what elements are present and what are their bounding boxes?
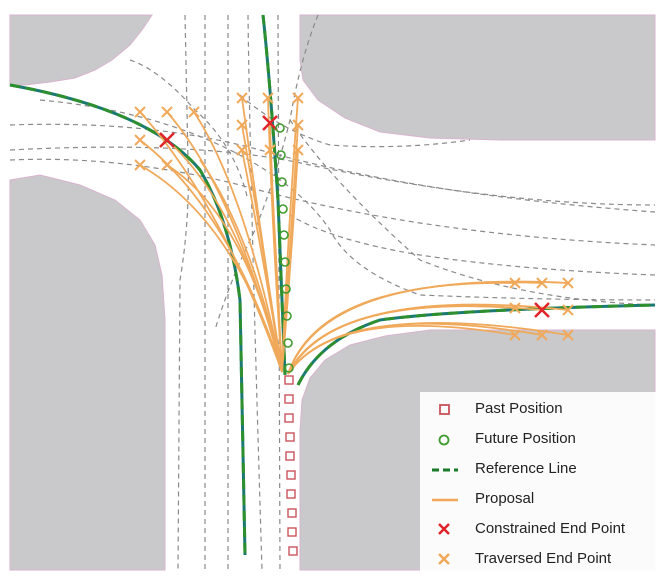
traversed-end-point bbox=[188, 106, 200, 118]
traversed-end-point bbox=[509, 329, 521, 341]
legend-label: Traversed End Point bbox=[475, 550, 612, 567]
legend-item-reference-line: Reference Line bbox=[420, 456, 660, 482]
legend-item-proposal: Proposal bbox=[420, 486, 660, 512]
constrained-end-point bbox=[262, 115, 278, 131]
future-position bbox=[283, 338, 293, 348]
traversed-end-point bbox=[264, 144, 276, 156]
proposal-line bbox=[193, 111, 283, 373]
past-position bbox=[288, 546, 298, 556]
lane-line bbox=[39, 99, 656, 301]
traversed-end-point bbox=[134, 159, 146, 171]
traversed-end-point bbox=[292, 119, 304, 131]
legend-label: Future Position bbox=[475, 430, 576, 447]
proposal-line bbox=[139, 164, 283, 373]
past-position bbox=[285, 432, 295, 442]
past-position bbox=[284, 413, 294, 423]
future-position bbox=[277, 177, 287, 187]
traversed-end-point bbox=[562, 304, 574, 316]
traversed-end-point bbox=[161, 106, 173, 118]
past-position bbox=[284, 375, 294, 385]
lane-line bbox=[9, 146, 656, 206]
legend-item-future-position: Future Position bbox=[420, 426, 660, 452]
constrained-end-points bbox=[159, 115, 550, 318]
lane-line bbox=[289, 119, 656, 306]
proposal-line bbox=[241, 149, 283, 373]
traversed-end-point bbox=[562, 329, 574, 341]
past-position bbox=[285, 451, 295, 461]
traversed-end-point bbox=[509, 302, 521, 314]
past-position bbox=[286, 489, 296, 499]
traversed-end-point bbox=[134, 134, 146, 146]
lane-line bbox=[177, 14, 189, 571]
dashed-line-icon bbox=[432, 468, 458, 472]
legend-item-past-position: Past Position bbox=[420, 396, 660, 422]
future-position bbox=[276, 150, 286, 160]
legend-item-traversed-end-point: Traversed End Point bbox=[420, 546, 660, 572]
past-position bbox=[287, 508, 297, 518]
proposal-line bbox=[287, 303, 569, 375]
building-top-right bbox=[299, 14, 656, 141]
proposal-line bbox=[166, 111, 283, 373]
future-position bbox=[281, 284, 291, 294]
traversed-end-point bbox=[292, 92, 304, 104]
lane-line bbox=[277, 14, 281, 571]
future-position bbox=[275, 123, 285, 133]
lane-line bbox=[9, 158, 656, 246]
constrained-end-point bbox=[159, 132, 175, 148]
past-position bbox=[286, 470, 296, 480]
traversed-end-point bbox=[262, 92, 274, 104]
traversed-end-point bbox=[236, 92, 248, 104]
legend-label: Past Position bbox=[475, 400, 563, 417]
future-position bbox=[284, 363, 294, 373]
proposal-line bbox=[139, 111, 283, 373]
traversed-end-point bbox=[536, 329, 548, 341]
lane-line bbox=[239, 94, 471, 148]
traversed-end-points bbox=[134, 92, 574, 341]
reference-line bbox=[296, 303, 656, 386]
traversed-end-point bbox=[562, 277, 574, 289]
legend-label: Reference Line bbox=[475, 460, 577, 477]
traversed-end-point bbox=[161, 159, 173, 171]
traversed-end-point bbox=[292, 144, 304, 156]
building-bottom-left bbox=[9, 174, 166, 571]
cross-icon bbox=[438, 523, 450, 535]
cross-icon bbox=[438, 553, 450, 565]
future-position bbox=[279, 230, 289, 240]
legend: Past Position Future Position Reference … bbox=[420, 392, 660, 577]
future-positions bbox=[275, 123, 294, 373]
proposal-line bbox=[287, 321, 569, 375]
traversed-end-point bbox=[536, 277, 548, 289]
constrained-end-point bbox=[534, 302, 550, 318]
lane-lines bbox=[9, 14, 656, 571]
legend-item-constrained-end-point: Constrained End Point bbox=[420, 516, 660, 542]
proposal-line bbox=[199, 159, 283, 373]
traversed-end-point bbox=[236, 119, 248, 131]
future-position bbox=[280, 257, 290, 267]
lane-line bbox=[214, 14, 319, 331]
proposal-line bbox=[269, 149, 283, 373]
lane-line bbox=[247, 14, 263, 571]
circle-icon bbox=[438, 434, 450, 446]
lane-line bbox=[289, 214, 656, 276]
future-position bbox=[278, 204, 288, 214]
traversed-end-point bbox=[509, 277, 521, 289]
past-position bbox=[287, 527, 297, 537]
legend-label: Proposal bbox=[475, 490, 535, 507]
traversed-end-point bbox=[134, 106, 146, 118]
proposal-line bbox=[287, 280, 569, 375]
past-positions bbox=[284, 375, 298, 556]
traversed-end-point bbox=[236, 144, 248, 156]
square-icon bbox=[439, 404, 450, 415]
legend-label: Constrained End Point bbox=[475, 520, 626, 537]
future-position bbox=[282, 311, 292, 321]
building-top-left bbox=[9, 14, 153, 86]
proposals bbox=[139, 97, 569, 375]
line-icon bbox=[432, 498, 458, 502]
past-position bbox=[284, 394, 294, 404]
